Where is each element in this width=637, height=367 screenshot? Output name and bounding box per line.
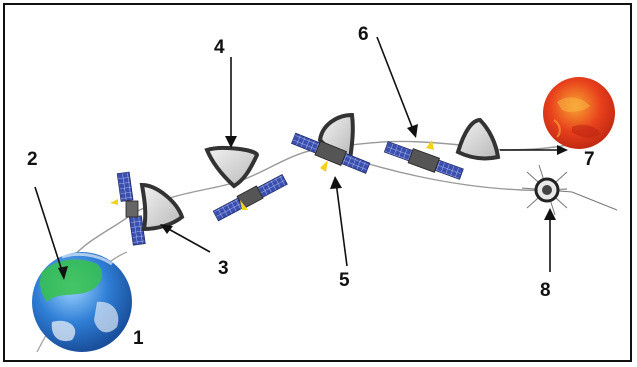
engine-flame-icon: [240, 200, 248, 210]
label-1: 1: [133, 328, 144, 349]
solar-panel-icon: [383, 141, 464, 180]
mission-diagram: 1 2 3 4 5 6 7 8: [27, 24, 618, 353]
aerobrake-shield-icon: [455, 117, 501, 161]
spacecraft-stage-5: [291, 112, 371, 174]
label-6: 6: [358, 24, 369, 45]
arrow-6: [376, 36, 418, 138]
spacecraft-stage-4: [204, 145, 288, 222]
earth-icon: [32, 252, 132, 352]
aerobrake-shield-icon: [204, 145, 260, 189]
aerobrake-shield-icon: [139, 182, 185, 232]
arrow-3: [160, 224, 211, 253]
arrow-7: [500, 145, 568, 155]
spacecraft-body-icon: [125, 200, 139, 218]
arrow-8: [544, 208, 556, 272]
label-7: 7: [584, 149, 595, 170]
label-2: 2: [27, 149, 38, 170]
label-3: 3: [218, 258, 229, 279]
spacecraft-stage-6: [383, 140, 464, 180]
label-4: 4: [214, 37, 225, 58]
solar-panel-icon: [212, 173, 288, 222]
engine-flame-icon: [426, 140, 434, 150]
label-8: 8: [540, 280, 551, 301]
arrow-4: [225, 57, 237, 148]
arrow-2: [34, 186, 68, 280]
landing-probe-icon: [521, 164, 618, 216]
diagram-frame: 1 2 3 4 5 6 7 8: [3, 3, 632, 362]
callout-arrows: [34, 36, 568, 280]
sun-icon: [543, 77, 615, 149]
solar-panel-icon: [291, 132, 371, 174]
engine-flame-icon: [320, 160, 328, 172]
spacecraft-stage-3: [110, 171, 185, 246]
solar-panel-icon: [116, 171, 146, 246]
label-5: 5: [339, 270, 350, 291]
engine-flame-icon: [110, 199, 118, 205]
arrow-5: [330, 176, 348, 267]
